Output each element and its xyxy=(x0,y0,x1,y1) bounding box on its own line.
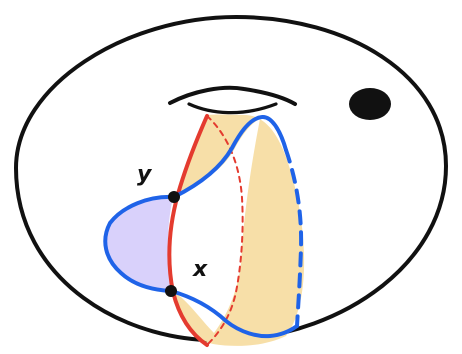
point-label-y: y xyxy=(137,162,153,187)
lavender-lobe xyxy=(106,197,173,291)
torus-hole-bottom xyxy=(189,104,276,113)
point-y-marker xyxy=(168,191,180,203)
puncture-dot xyxy=(349,88,391,120)
torus-hole-top xyxy=(170,88,295,104)
point-x-marker xyxy=(165,285,177,297)
point-label-x: x xyxy=(192,257,208,282)
